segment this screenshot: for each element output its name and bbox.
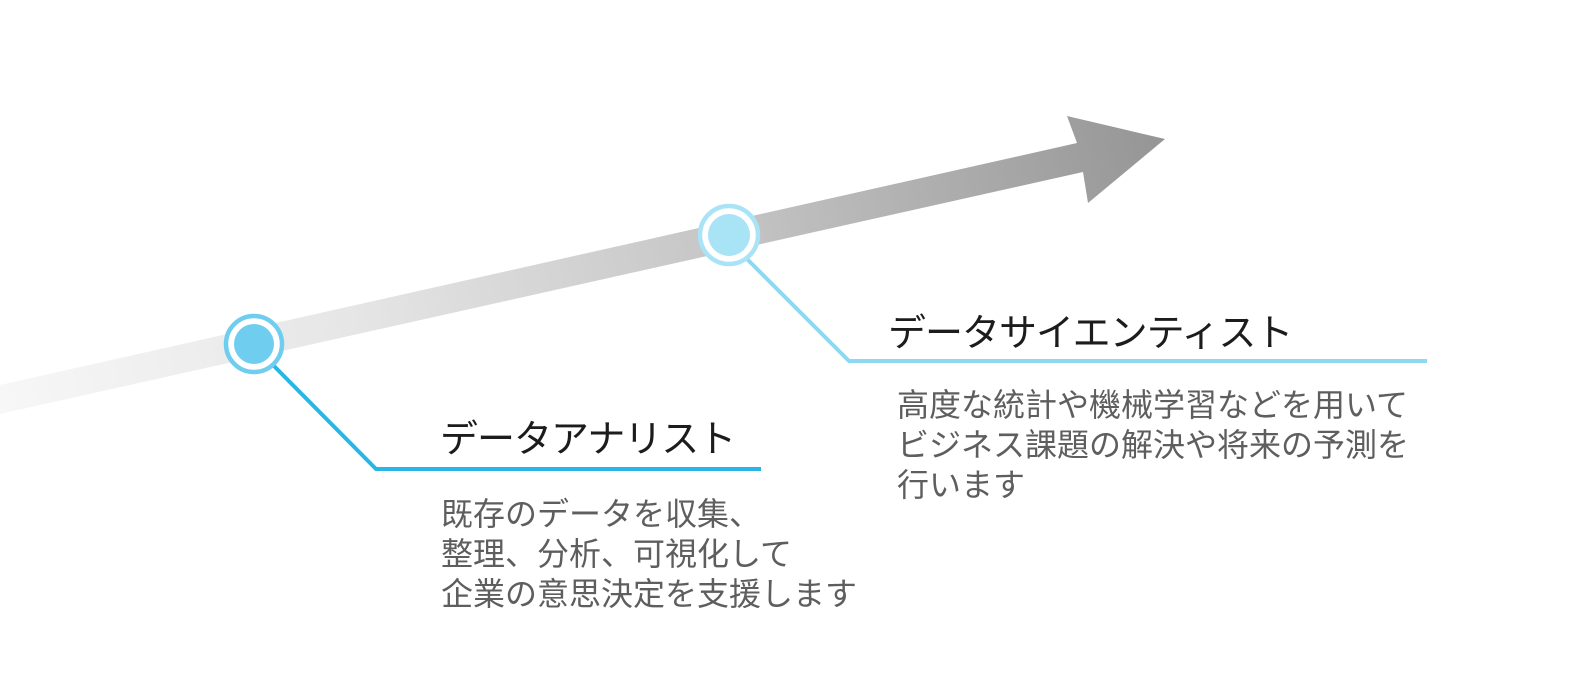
scientist-connector-line [744,256,1427,363]
analyst-description-line: 整理、分析、可視化して [441,535,793,573]
scientist-description-line: 行います [897,466,1026,504]
scientist-milestone-marker [697,203,761,267]
analyst-description-line: 企業の意思決定を支援します [441,575,858,613]
analyst-milestone-marker [223,313,285,375]
analyst-description-line: 既存のデータを収集、 [441,495,762,533]
scientist-description: 高度な統計や機械学習などを用いて ビジネス課題の解決や将来の予測を 行います [897,385,1409,505]
scientist-title: データサイエンティスト [888,311,1293,355]
analyst-connector-line [270,362,761,471]
analyst-description: 既存のデータを収集、 整理、分析、可視化して 企業の意思決定を支援します [441,494,857,614]
scientist-description-line: ビジネス課題の解決や将来の予測を [897,426,1410,464]
growth-arrow-icon [0,116,1165,414]
scientist-description-line: 高度な統計や機械学習などを用いて [897,386,1409,424]
analyst-title: データアナリスト [440,417,736,461]
